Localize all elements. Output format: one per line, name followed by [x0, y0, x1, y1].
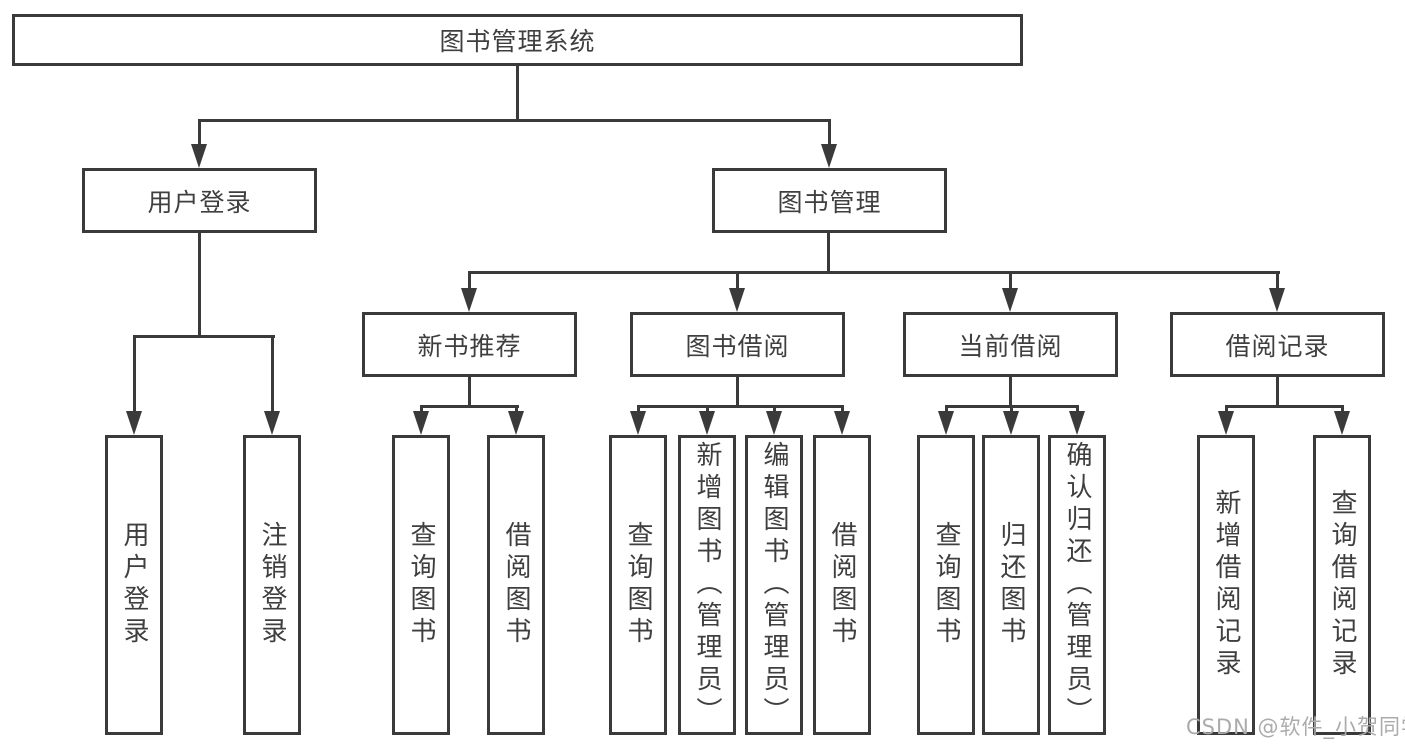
leaf-edit-books-admin: 编辑图书（管理员）: [745, 435, 803, 735]
arrowhead-down: [834, 411, 850, 435]
connector-vline: [1009, 377, 1012, 407]
leaf-add-books-admin: 新增图书（管理员）: [678, 435, 736, 735]
node-current-borrow: 当前借阅: [903, 312, 1118, 377]
arrowhead-down: [821, 144, 837, 168]
arrowhead-down: [1218, 411, 1234, 435]
leaf-logout-login: 注销登录: [243, 435, 301, 735]
connector-vline: [773, 405, 776, 413]
connector-vline: [1276, 271, 1279, 290]
node-label: 新书推荐: [417, 331, 522, 361]
arrowhead-down: [508, 411, 524, 435]
arrowhead-down: [264, 411, 280, 435]
connector-hline: [420, 405, 519, 408]
watermark: CSDN @软件_小贺同学: [1186, 715, 1405, 739]
connector-vline: [1009, 271, 1012, 290]
connector-vline: [468, 377, 471, 407]
node-user-login: 用户登录: [82, 168, 317, 233]
node-label: 查询图书: [931, 521, 961, 649]
connector-vline: [736, 271, 739, 290]
arrowhead-down: [461, 288, 477, 312]
arrowhead-down: [1002, 288, 1018, 312]
arrowhead-down: [766, 411, 782, 435]
node-label: 当前借阅: [958, 331, 1063, 361]
node-label: 查询借阅记录: [1327, 489, 1357, 681]
leaf-user-login: 用户登录: [105, 435, 163, 735]
connector-vline: [516, 66, 519, 120]
arrowhead-down: [699, 411, 715, 435]
arrowhead-down: [1069, 411, 1085, 435]
arrowhead-down: [938, 411, 954, 435]
node-label: 归还图书: [996, 521, 1026, 649]
leaf-add-borrow-record: 新增借阅记录: [1197, 435, 1255, 735]
connector-vline: [271, 335, 274, 413]
node-label: 图书借阅: [685, 331, 790, 361]
leaf-search-books-current: 查询图书: [917, 435, 975, 735]
node-label: 图书管理系统: [439, 27, 596, 56]
connector-vline: [841, 405, 844, 413]
connector-vline: [828, 119, 831, 146]
connector-vline: [1276, 377, 1279, 407]
node-book-management: 图书管理: [712, 168, 947, 233]
arrowhead-down: [126, 411, 142, 435]
leaf-search-borrow-record: 查询借阅记录: [1313, 435, 1371, 735]
node-label: 新增图书（管理员）: [692, 441, 722, 729]
connector-vline: [1010, 405, 1013, 413]
arrowhead-down: [1003, 411, 1019, 435]
connector-vline: [637, 405, 640, 413]
connector-hline: [468, 271, 1280, 274]
node-label: 用户登录: [119, 521, 149, 649]
leaf-search-books-borrow: 查询图书: [609, 435, 667, 735]
connector-vline: [198, 119, 201, 146]
connector-hline: [133, 335, 275, 338]
arrowhead-down: [1334, 411, 1350, 435]
connector-vline: [736, 377, 739, 407]
node-label: 借阅图书: [501, 521, 531, 649]
node-library-system: 图书管理系统: [12, 14, 1023, 66]
connector-hline: [1225, 405, 1344, 408]
node-label: 注销登录: [257, 521, 287, 649]
node-label: 借阅图书: [827, 521, 857, 649]
arrowhead-down: [1269, 288, 1285, 312]
node-label: 查询图书: [623, 521, 653, 649]
leaf-search-books-recommend: 查询图书: [392, 435, 450, 735]
arrowhead-down: [191, 144, 207, 168]
arrowhead-down: [729, 288, 745, 312]
node-label: 查询图书: [406, 521, 436, 649]
connector-hline: [637, 405, 844, 408]
node-label: 新增借阅记录: [1211, 489, 1241, 681]
connector-vline: [1341, 405, 1344, 413]
node-borrow-records: 借阅记录: [1170, 312, 1385, 377]
node-label: 确认归还（管理员）: [1062, 441, 1092, 729]
node-label: 图书管理: [777, 187, 882, 217]
arrowhead-down: [413, 411, 429, 435]
connector-vline: [198, 233, 201, 336]
connector-vline: [1076, 405, 1079, 413]
leaf-borrow-books: 借阅图书: [813, 435, 871, 735]
connector-hline: [198, 119, 831, 122]
node-book-borrow: 图书借阅: [630, 312, 845, 377]
arrowhead-down: [630, 411, 646, 435]
connector-vline: [945, 405, 948, 413]
leaf-return-books: 归还图书: [982, 435, 1040, 735]
leaf-borrow-books-recommend: 借阅图书: [487, 435, 545, 735]
node-label: 用户登录: [147, 187, 252, 217]
connector-vline: [133, 335, 136, 413]
connector-vline: [420, 405, 423, 413]
node-label: 编辑图书（管理员）: [759, 441, 789, 729]
connector-vline: [468, 271, 471, 290]
leaf-confirm-return-admin: 确认归还（管理员）: [1048, 435, 1106, 735]
node-label: 借阅记录: [1225, 331, 1330, 361]
node-new-book-recommend: 新书推荐: [362, 312, 577, 377]
connector-vline: [706, 405, 709, 413]
connector-vline: [515, 405, 518, 413]
connector-vline: [827, 233, 830, 273]
connector-vline: [1225, 405, 1228, 413]
